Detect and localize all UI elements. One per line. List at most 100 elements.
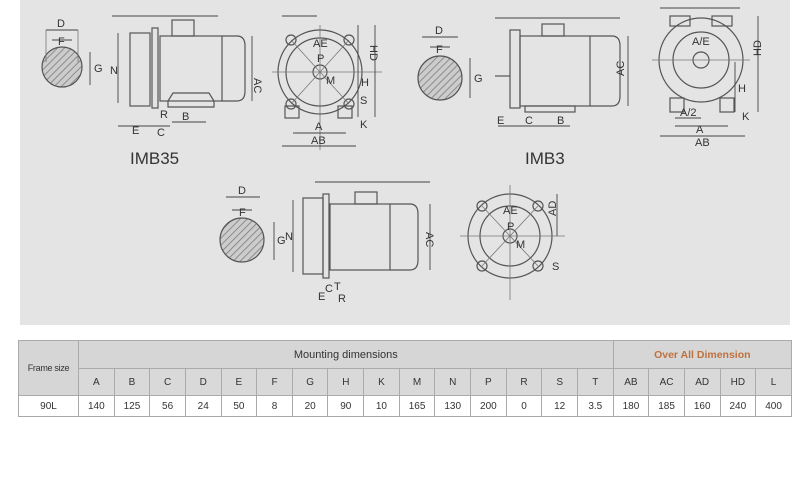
imb3-caption: IMB3	[525, 149, 565, 168]
imb35-shaft-section: D F G	[41, 18, 103, 88]
dimension-label: E	[318, 291, 325, 303]
dimension-label: E	[497, 115, 504, 127]
dimension-table: Frame size Mounting dimensions Over All …	[18, 340, 793, 417]
value-cell-f: 8	[256, 395, 293, 417]
value-cell-ac: 185	[648, 395, 685, 417]
dimension-label: AB	[311, 135, 326, 147]
dimension-label: AC	[251, 78, 263, 93]
motor-dimension-drawings: D F G N AC R B E C AE P	[41, 7, 764, 305]
frame-size-cell: 90L	[18, 395, 79, 417]
imb3-shaft-section: D F G	[417, 25, 483, 101]
value-cell-ab: 180	[612, 395, 650, 417]
column-header-ab: AB	[612, 368, 650, 396]
column-header-ac: AC	[648, 368, 685, 396]
dimension-label: A/E	[692, 36, 710, 48]
dimension-label: B	[182, 111, 189, 123]
dimension-label: F	[436, 44, 443, 56]
dimension-drawings-panel: D F G N AC R B E C AE P	[20, 0, 790, 325]
dimension-label: AB	[695, 137, 710, 149]
column-header-l: L	[755, 368, 792, 396]
value-cell-n: 130	[434, 395, 472, 417]
dimension-label: H	[361, 77, 369, 89]
column-header-a: A	[78, 368, 115, 396]
dimension-label: A	[315, 121, 323, 133]
dimension-label: M	[516, 239, 525, 251]
dimension-label: C	[525, 115, 533, 127]
imb3-side-view: AC E C B	[495, 17, 629, 127]
value-cell-p: 200	[470, 395, 507, 417]
column-header-f: F	[256, 368, 293, 396]
column-header-n: N	[434, 368, 472, 396]
value-cell-d: 24	[184, 395, 222, 417]
column-header-t: T	[576, 368, 614, 396]
value-cell-m: 165	[398, 395, 436, 417]
column-header-h: H	[327, 368, 365, 396]
dimension-label: AC	[615, 61, 627, 76]
dimension-label: S	[360, 95, 367, 107]
dimension-label: S	[552, 261, 559, 273]
dimension-label: HD	[367, 45, 379, 61]
value-cell-h: 90	[327, 395, 365, 417]
dimension-label: C	[325, 283, 333, 295]
column-header-c: C	[149, 368, 186, 396]
dimension-label: F	[239, 207, 246, 219]
dimension-label: A	[696, 124, 704, 136]
flange-front-view: AE P M AD S	[460, 185, 565, 300]
value-cell-e: 50	[220, 395, 258, 417]
dimension-label: C	[157, 127, 165, 139]
dimension-label: B	[557, 115, 564, 127]
dimension-label: E	[132, 125, 139, 137]
flange-shaft-section: D F G	[219, 185, 286, 263]
dimension-label: M	[326, 75, 335, 87]
dimension-label: G	[277, 235, 286, 247]
value-cell-a: 140	[78, 395, 115, 417]
column-header-p: P	[470, 368, 507, 396]
value-cell-s: 12	[541, 395, 578, 417]
value-cell-l: 400	[755, 395, 792, 417]
value-cell-b: 125	[113, 395, 151, 417]
column-header-d: D	[184, 368, 222, 396]
dimension-label: G	[474, 73, 483, 85]
dimension-label: N	[285, 231, 293, 243]
dimension-label: AE	[503, 205, 518, 217]
overall-dimension-header: Over All Dimension	[612, 340, 793, 369]
dimension-label: G	[94, 63, 103, 75]
column-header-e: E	[220, 368, 258, 396]
dimension-label: D	[435, 25, 443, 37]
value-cell-t: 3.5	[576, 395, 614, 417]
flange-side-view: N AC E C T R	[285, 181, 435, 305]
value-cell-r: 0	[505, 395, 543, 417]
column-header-m: M	[398, 368, 436, 396]
dimension-label: AC	[423, 232, 435, 247]
column-header-hd: HD	[719, 368, 757, 396]
column-header-s: S	[541, 368, 578, 396]
dimension-label: H	[738, 83, 746, 95]
column-header-r: R	[505, 368, 543, 396]
imb35-front-view: AE P M HD H S A AB K	[272, 15, 382, 150]
imb3-front-view: A/E HD H A/2 A AB K	[652, 7, 764, 149]
column-header-ad: AD	[683, 368, 721, 396]
dimension-label: K	[742, 111, 750, 123]
imb35-side-view: N AC R B E C	[110, 15, 263, 139]
dimension-label: A/2	[680, 107, 697, 119]
frame-size-header: Frame size	[18, 340, 79, 396]
column-header-k: K	[363, 368, 400, 396]
dimension-label: T	[334, 281, 341, 293]
table-header-group-row: Frame size Mounting dimensions Over All …	[18, 340, 793, 396]
dimension-label: AE	[313, 38, 328, 50]
dimension-label: R	[160, 109, 168, 121]
dimension-label: D	[57, 18, 65, 30]
column-header-g: G	[291, 368, 329, 396]
dimension-label: HD	[752, 40, 764, 56]
dimension-label: R	[338, 293, 346, 305]
value-cell-hd: 240	[719, 395, 757, 417]
dimension-label: F	[58, 36, 65, 48]
imb35-caption: IMB35	[130, 149, 179, 168]
value-cell-ad: 160	[683, 395, 721, 417]
dimension-label: P	[317, 53, 324, 65]
dimension-label: AD	[547, 201, 559, 216]
value-cell-g: 20	[291, 395, 329, 417]
mounting-dimensions-header: Mounting dimensions	[78, 340, 614, 369]
